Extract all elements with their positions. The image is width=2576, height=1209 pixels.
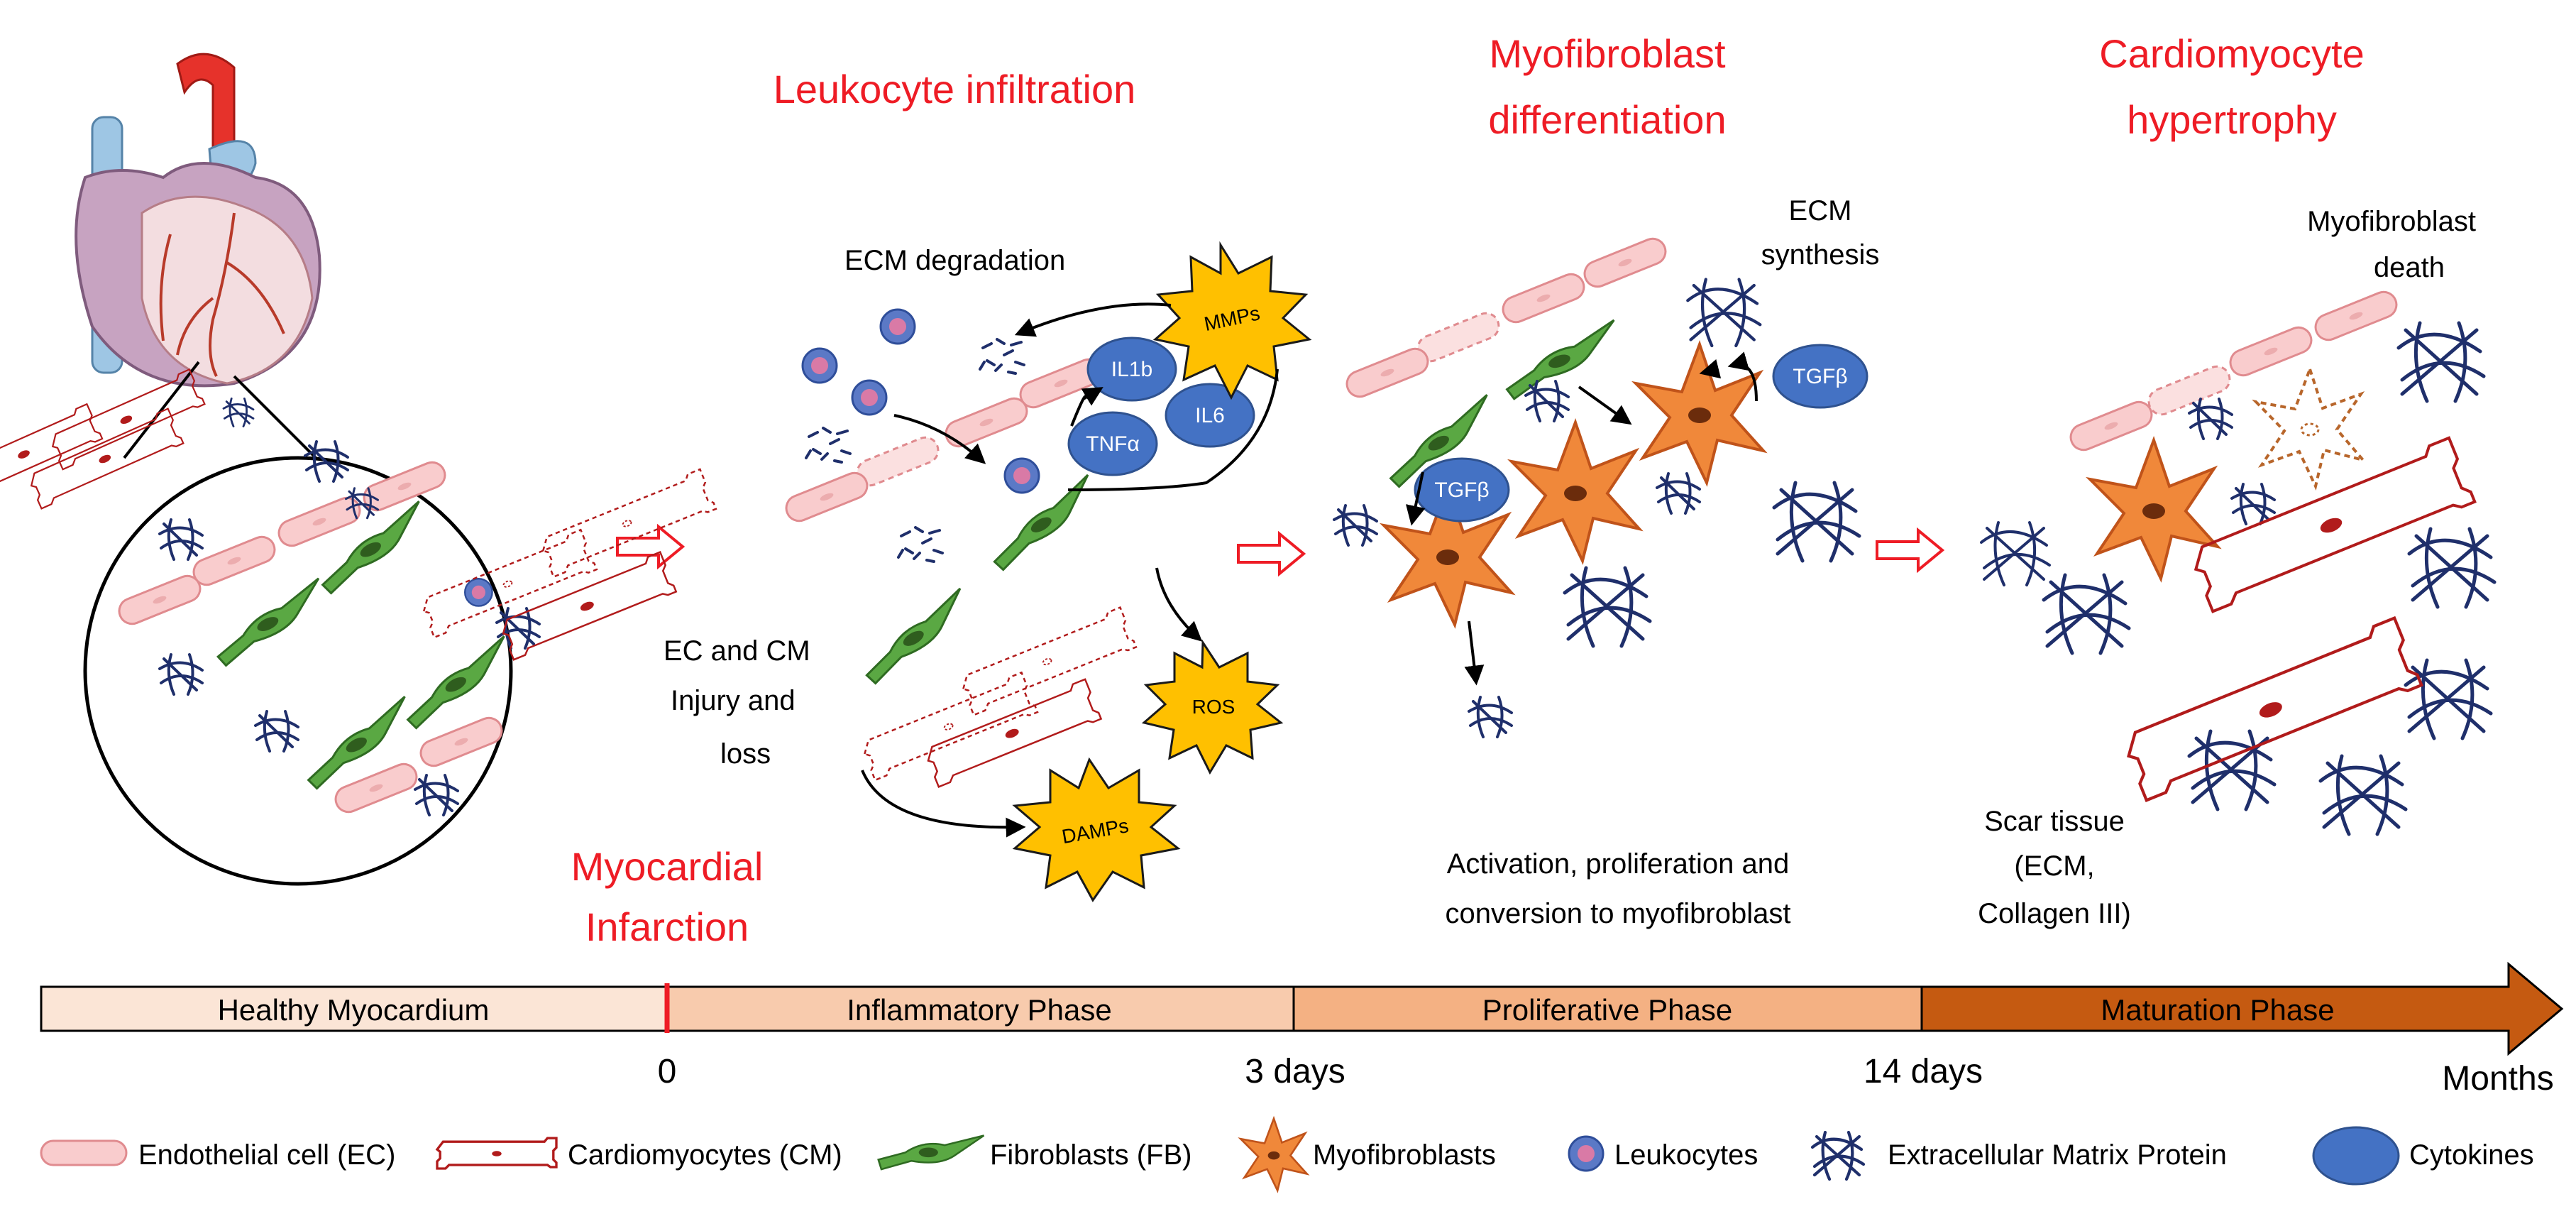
phase-label-proliferative: Proliferative Phase [1482,993,1733,1027]
leukocyte-icon [1568,1135,1605,1172]
maturation-panel [1981,287,2494,834]
ec-cm-label-line1: EC and CM [664,635,810,667]
phase-label-inflammatory: Inflammatory Phase [847,993,1112,1027]
transition-arrow-3 [1876,529,1944,571]
scar-tissue-line3: Collagen III) [1978,898,2131,929]
legend [40,1115,2400,1193]
ecm-synthesis-line2: synthesis [1761,239,1880,270]
legend-label-fb: Fibroblasts (FB) [990,1139,1192,1171]
tick-months: Months [2442,1060,2553,1098]
activation-label-line1: Activation, proliferation and [1447,848,1790,880]
legend-label-ecm: Extracellular Matrix Protein [1888,1139,2227,1171]
cm-title-line2: hypertrophy [2127,97,2337,142]
cytokine-il1b: IL1b [1111,358,1152,381]
legend-label-leukocytes: Leukocytes [1614,1139,1758,1171]
myofb-death-line2: death [2374,252,2445,283]
transition-arrow-2 [1237,532,1305,575]
myofb-death-line1: Myofibroblast [2307,206,2476,237]
heart-illustration [75,53,321,388]
tick-14-days: 14 days [1864,1053,1983,1090]
ecm-synthesis-line1: ECM [1789,195,1852,226]
legend-label-ec: Endothelial cell (EC) [138,1139,395,1171]
phase-label-maturation: Maturation Phase [2101,993,2334,1027]
cardiomyocyte-icon [435,1137,558,1170]
ecm-protein-icon [1810,1130,1866,1181]
cm-title-line1: Cardiomyocyte [2099,31,2364,76]
cytokine-icon [2312,1126,2400,1186]
scar-tissue-line1: Scar tissue [1984,806,2125,837]
endothelial-cell-icon [40,1139,128,1166]
mi-title-line1: Myocardial [571,844,764,889]
zoom-lines [123,361,324,466]
legend-label-cytokines: Cytokines [2409,1139,2534,1171]
tick-0: 0 [658,1053,677,1090]
fibroblast-icon [877,1134,985,1171]
mi-title-line2: Infarction [585,904,749,949]
ecm-degradation-label: ECM degradation [844,245,1065,276]
legend-label-myofb: Myofibroblasts [1313,1139,1496,1171]
ros-burst-label: ROS [1192,696,1235,718]
cytokine-tnfa: TNFα [1086,432,1140,456]
activation-label-line2: conversion to myofibroblast [1446,898,1791,929]
scar-tissue-line2: (ECM, [2014,850,2094,882]
tick-3-days: 3 days [1245,1053,1345,1090]
myofibroblast-icon [1238,1115,1310,1193]
leukocyte-title: Leukocyte infiltration [774,67,1136,111]
cytokine-il6: IL6 [1195,404,1225,427]
ec-cm-label-line2: Injury and [671,685,796,716]
cytokine-tgfb-2: TGFβ [1434,478,1489,502]
timeline-bar [40,961,2564,1056]
legend-label-cm: Cardiomyocytes (CM) [568,1139,842,1171]
cytokine-tgfb-1: TGFβ [1793,365,1847,388]
proliferative-panel [857,234,1868,788]
myofb-title-line1: Myofibroblast [1489,31,1725,76]
ec-cm-label-line3: loss [720,738,771,770]
myofb-title-line2: differentiation [1488,97,1726,142]
phase-proliferative [1292,985,1923,1032]
phase-label-healthy: Healthy Myocardium [218,993,490,1027]
inflammatory-panel [417,241,1312,902]
phase-maturation [1920,961,2564,1056]
